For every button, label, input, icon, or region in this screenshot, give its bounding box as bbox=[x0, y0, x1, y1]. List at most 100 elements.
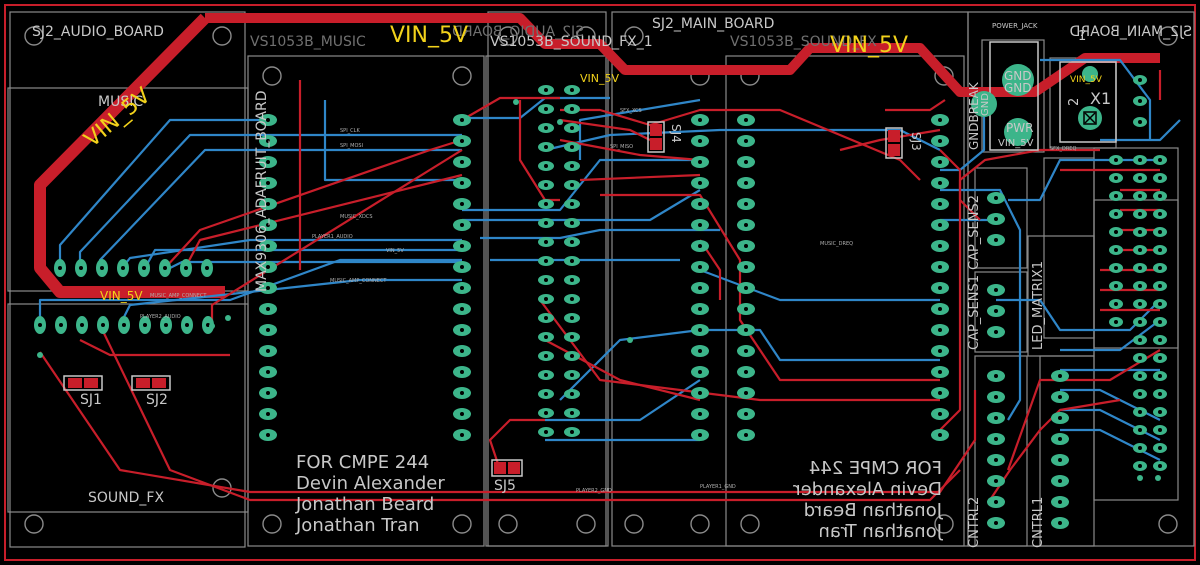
power-label-small-3: VIN_5V bbox=[1070, 75, 1103, 85]
pad-hole bbox=[1158, 356, 1162, 360]
power-label-small-2: VIN_5V bbox=[580, 72, 619, 85]
pad-hole bbox=[1138, 248, 1142, 252]
pad-hole bbox=[698, 328, 702, 332]
pad-hole bbox=[544, 278, 548, 282]
pad-hole bbox=[1138, 320, 1142, 324]
label-main-board: SJ2_MAIN_BOARD bbox=[652, 16, 774, 32]
power-label-top: VIN_5V bbox=[390, 23, 468, 48]
net-label: SFX_DREQ bbox=[1050, 146, 1076, 152]
pad-hole bbox=[460, 244, 464, 248]
label-sfx-module: VS1053B_SOUND_FX_1 bbox=[490, 34, 653, 50]
pad-hole bbox=[1158, 230, 1162, 234]
pad-hole bbox=[1158, 338, 1162, 342]
pad-hole bbox=[1138, 428, 1142, 432]
pad-hole bbox=[570, 183, 574, 187]
power-jack-footprint bbox=[971, 41, 1117, 151]
pad-hole bbox=[744, 433, 748, 437]
pad-hole bbox=[1158, 464, 1162, 468]
pad-hole bbox=[994, 479, 998, 483]
pad-hole bbox=[460, 370, 464, 374]
pad-hole bbox=[570, 145, 574, 149]
pad-hole bbox=[994, 395, 998, 399]
pad-hole bbox=[938, 328, 942, 332]
mounting-holes bbox=[24, 26, 1178, 534]
net-label: PLAYER1_AUDIO bbox=[312, 234, 353, 240]
net-label: SPI_CLK bbox=[340, 128, 360, 134]
pad-hole bbox=[1138, 176, 1142, 180]
pad-hole bbox=[266, 328, 270, 332]
pad-hole bbox=[544, 259, 548, 263]
credit-author-1: Devin Alexander bbox=[296, 473, 445, 494]
net-label: SPI_MOSI bbox=[340, 143, 363, 149]
pad-hole bbox=[1058, 437, 1062, 441]
pad-hole bbox=[744, 181, 748, 185]
pad-hole bbox=[994, 374, 998, 378]
pad-hole bbox=[1138, 410, 1142, 414]
pad-hole bbox=[460, 328, 464, 332]
pad-hole bbox=[1138, 284, 1142, 288]
pad-hole bbox=[1138, 99, 1142, 103]
pad-hole bbox=[460, 286, 464, 290]
bottom-layer-traces bbox=[38, 58, 1181, 461]
pad-hole bbox=[698, 139, 702, 143]
pad-hole bbox=[570, 354, 574, 358]
credits-block-mirrored: FOR CMPE 244 Devin Alexander Jonathan Be… bbox=[793, 458, 943, 542]
label-x1: X1 bbox=[1090, 89, 1111, 108]
pad-hole bbox=[1138, 374, 1142, 378]
pad-hole bbox=[1138, 78, 1142, 82]
pad-hole bbox=[744, 160, 748, 164]
pad-hole bbox=[938, 412, 942, 416]
module-labels: SJ2_AUDIO_BOARD MUSIC SOUND_FX VS1053B_M… bbox=[32, 16, 1192, 548]
pad-hole bbox=[460, 433, 464, 437]
pad-hole bbox=[994, 458, 998, 462]
pad-hole bbox=[544, 411, 548, 415]
pad-hole bbox=[1114, 230, 1118, 234]
pad-hole bbox=[121, 266, 125, 270]
module-outlines bbox=[7, 11, 1195, 548]
pad-hole bbox=[1138, 120, 1142, 124]
pad-hole bbox=[570, 373, 574, 377]
pad-hole bbox=[744, 202, 748, 206]
pad-hole bbox=[1114, 284, 1118, 288]
power-trace-left bbox=[34, 13, 225, 298]
pad-hole bbox=[1138, 212, 1142, 216]
net-label: PLAYER2_AUDIO bbox=[140, 314, 181, 320]
label-sfx-jack: SOUND_FX bbox=[88, 490, 164, 506]
pad-hole bbox=[938, 202, 942, 206]
pad-hole bbox=[938, 118, 942, 122]
pad-hole bbox=[544, 316, 548, 320]
pad-hole bbox=[266, 139, 270, 143]
label-jack-pin1: 1 bbox=[1078, 29, 1086, 44]
pad-hole bbox=[570, 278, 574, 282]
pad-hole bbox=[570, 392, 574, 396]
pad-hole bbox=[570, 221, 574, 225]
pad-hole bbox=[266, 223, 270, 227]
pad-hole bbox=[205, 266, 209, 270]
pad-hole bbox=[570, 126, 574, 130]
pad-hole bbox=[544, 107, 548, 111]
pad-hole bbox=[570, 259, 574, 263]
pad-hole bbox=[460, 139, 464, 143]
jumper-sj2 bbox=[131, 375, 171, 391]
pad-hole bbox=[698, 307, 702, 311]
pad-hole bbox=[570, 202, 574, 206]
label-amp-board: MAX9306_ADAFRUIT_BOARD bbox=[254, 91, 270, 293]
pad-hole bbox=[266, 370, 270, 374]
pad-hole bbox=[744, 265, 748, 269]
label-sj3: SJ3 bbox=[909, 132, 923, 151]
pad-hole bbox=[122, 323, 126, 327]
label-vin-jack: VIN_5V bbox=[998, 138, 1034, 149]
label-gnd-1: GND bbox=[1004, 69, 1032, 83]
pad-hole bbox=[994, 309, 998, 313]
label-gnd-3: GND bbox=[980, 93, 991, 116]
label-cap-sens1: CAP_SENS1 bbox=[967, 275, 982, 350]
pad-hole bbox=[266, 265, 270, 269]
pad-hole bbox=[1158, 158, 1162, 162]
pad-hole bbox=[1058, 521, 1062, 525]
credit-author-2: Jonathan Beard bbox=[295, 494, 434, 515]
pad-hole bbox=[544, 183, 548, 187]
power-label-small-1: VIN_5V bbox=[100, 289, 143, 303]
pad-hole bbox=[460, 223, 464, 227]
pad-hole bbox=[938, 139, 942, 143]
pad-layer bbox=[34, 75, 1167, 529]
